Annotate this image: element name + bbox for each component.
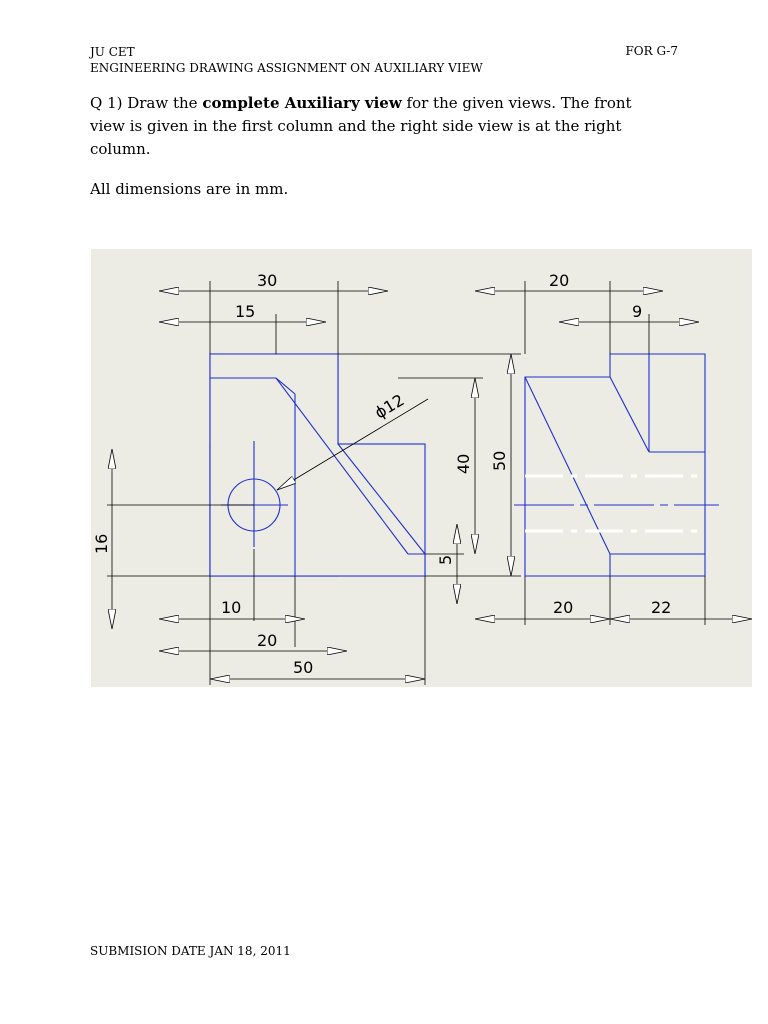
front-view-incline: [275, 377, 409, 555]
submission-date: SUBMISION DATE JAN 18, 2011: [90, 944, 291, 958]
dim-label-side-bottom-20: 20: [553, 598, 573, 617]
dim-label-50-height: 50: [490, 451, 509, 471]
dim-label-20: 20: [257, 631, 277, 650]
question-prefix: Q 1) Draw the: [90, 94, 203, 112]
side-view: [514, 353, 719, 577]
dim-label-10: 10: [221, 598, 241, 617]
institution-name: JU CET: [90, 45, 135, 59]
dim-label-side-20: 20: [549, 271, 569, 290]
dim-label-diameter: ϕ12: [371, 390, 407, 422]
side-view-incline-upper: [609, 376, 650, 453]
front-view-incline-top: [275, 377, 296, 395]
question-suffix: for the given views. The front view is g…: [90, 94, 632, 158]
side-view-incline-lower: [524, 376, 611, 555]
header-left: JU CET ENGINEERING DRAWING ASSIGNMENT ON…: [90, 44, 483, 76]
question-emphasis: complete Auxiliary view: [202, 94, 402, 112]
question-text: Q 1) Draw the complete Auxiliary view fo…: [90, 92, 670, 161]
assignment-title: ENGINEERING DRAWING ASSIGNMENT ON AUXILI…: [90, 61, 483, 75]
group-label: FOR G-7: [625, 44, 678, 58]
diameter-leader: [277, 398, 429, 490]
dim-label-15: 15: [235, 302, 255, 321]
front-view-body: [209, 353, 426, 577]
dim-label-16: 16: [92, 534, 111, 554]
front-view: [209, 353, 426, 577]
dim-label-side-9: 9: [632, 302, 642, 321]
engineering-drawing: 30 15 ϕ12 40 50 16 5 10 20 50 20 9 20 22: [91, 249, 752, 687]
drawing-canvas: 30 15 ϕ12 40 50 16 5 10 20 50 20 9 20 22: [92, 271, 752, 685]
dim-label-40: 40: [454, 454, 473, 474]
dim-label-30: 30: [257, 271, 277, 290]
dim-label-50-width: 50: [293, 658, 313, 677]
hidden-lines: [525, 474, 705, 533]
dim-label-5: 5: [436, 555, 455, 565]
dimension-lines: [107, 281, 752, 685]
dim-label-side-bottom-22: 22: [651, 598, 671, 617]
units-note: All dimensions are in mm.: [90, 180, 289, 198]
